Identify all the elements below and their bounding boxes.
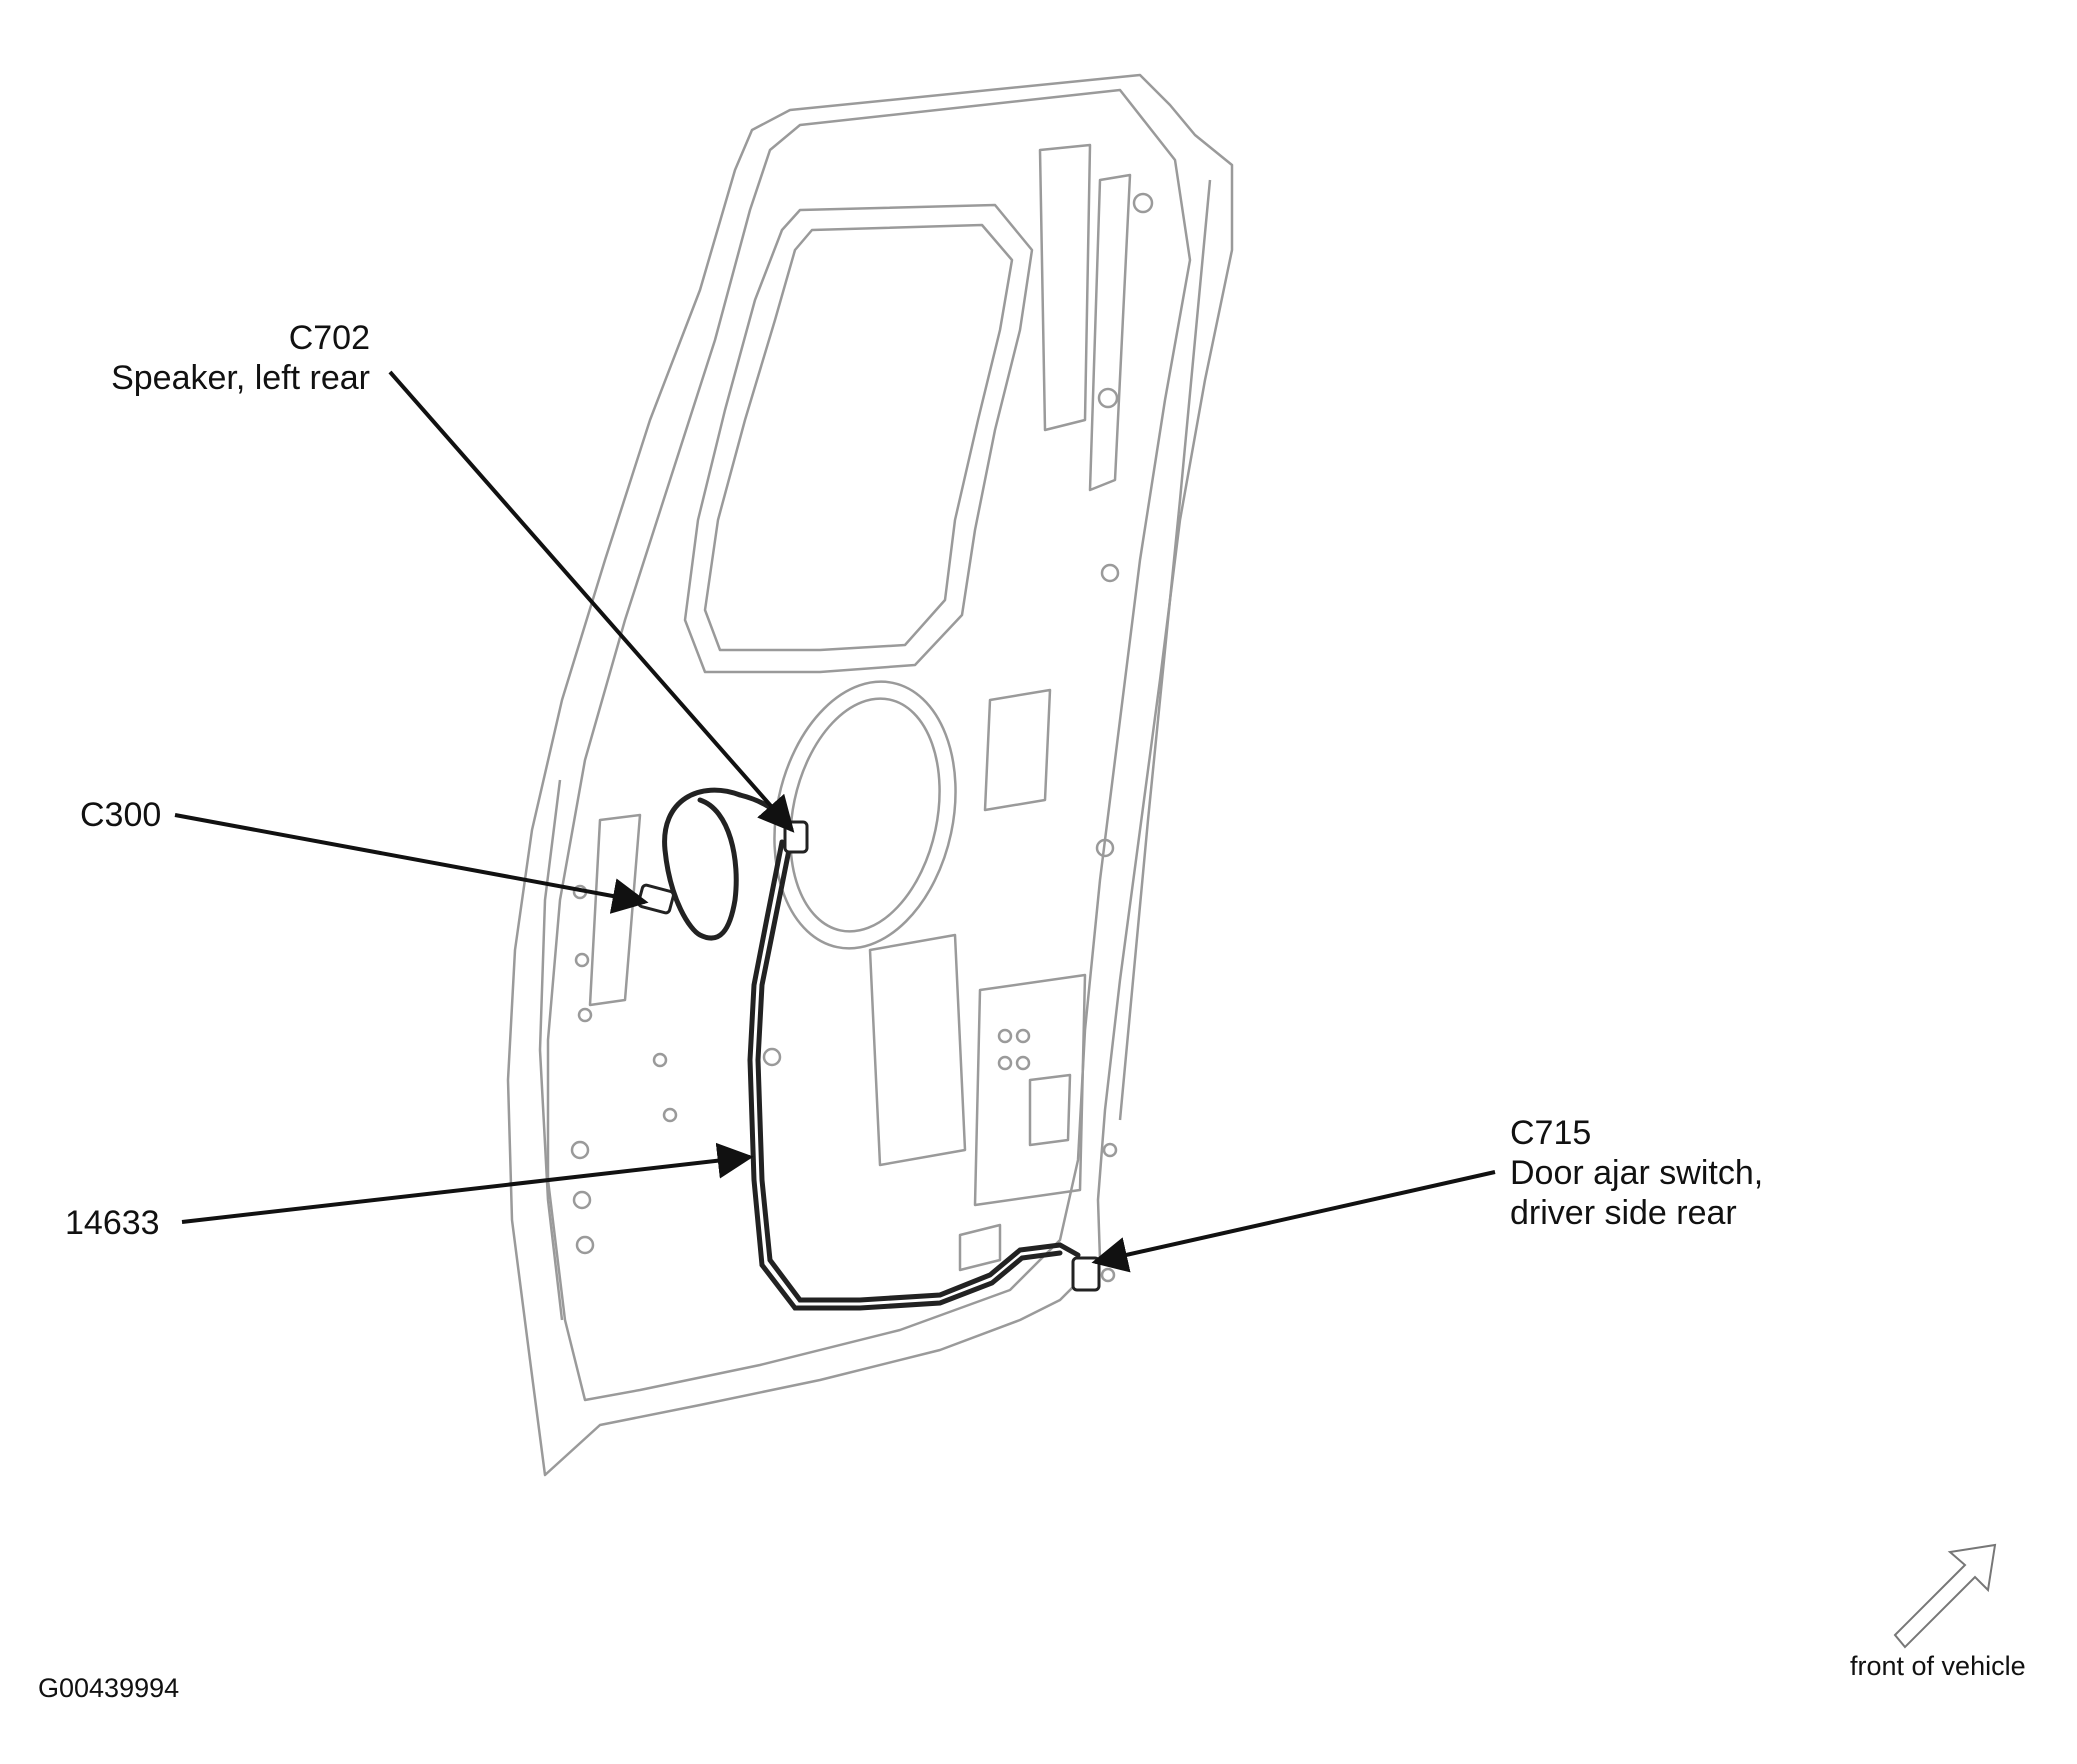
harness-14633-label: 14633 (65, 1203, 160, 1243)
front-of-vehicle-arrow-icon (1893, 1543, 1997, 1649)
connector-c715 (1071, 1256, 1101, 1292)
c702-leader (388, 370, 795, 833)
c300-leader (174, 813, 649, 914)
connector-c300 (637, 883, 675, 915)
c715-leader (1091, 1170, 1496, 1273)
c715-description-line1: Door ajar switch, (1510, 1154, 1764, 1192)
c715-label: C715 Door ajar switch, driver side rear (1510, 1113, 1763, 1233)
c702-label: C702 Speaker, left rear (70, 318, 370, 398)
c702-code: C702 (288, 319, 370, 357)
figure-id: G00439994 (38, 1673, 180, 1703)
wiring-harness-14633 (662, 787, 1081, 1311)
c300-code: C300 (80, 796, 162, 834)
harness-14633-leader (181, 1142, 754, 1224)
c715-description-line2: driver side rear (1510, 1194, 1737, 1232)
c715-code: C715 (1510, 1114, 1592, 1152)
rear-door-panel (506, 73, 1234, 1477)
leader-lines (174, 370, 1496, 1273)
c300-label: C300 (80, 795, 161, 835)
c702-description: Speaker, left rear (111, 359, 370, 397)
connectors (637, 820, 1101, 1292)
harness-14633-code: 14633 (65, 1204, 160, 1242)
front-of-vehicle-label: front of vehicle (1850, 1651, 2026, 1681)
